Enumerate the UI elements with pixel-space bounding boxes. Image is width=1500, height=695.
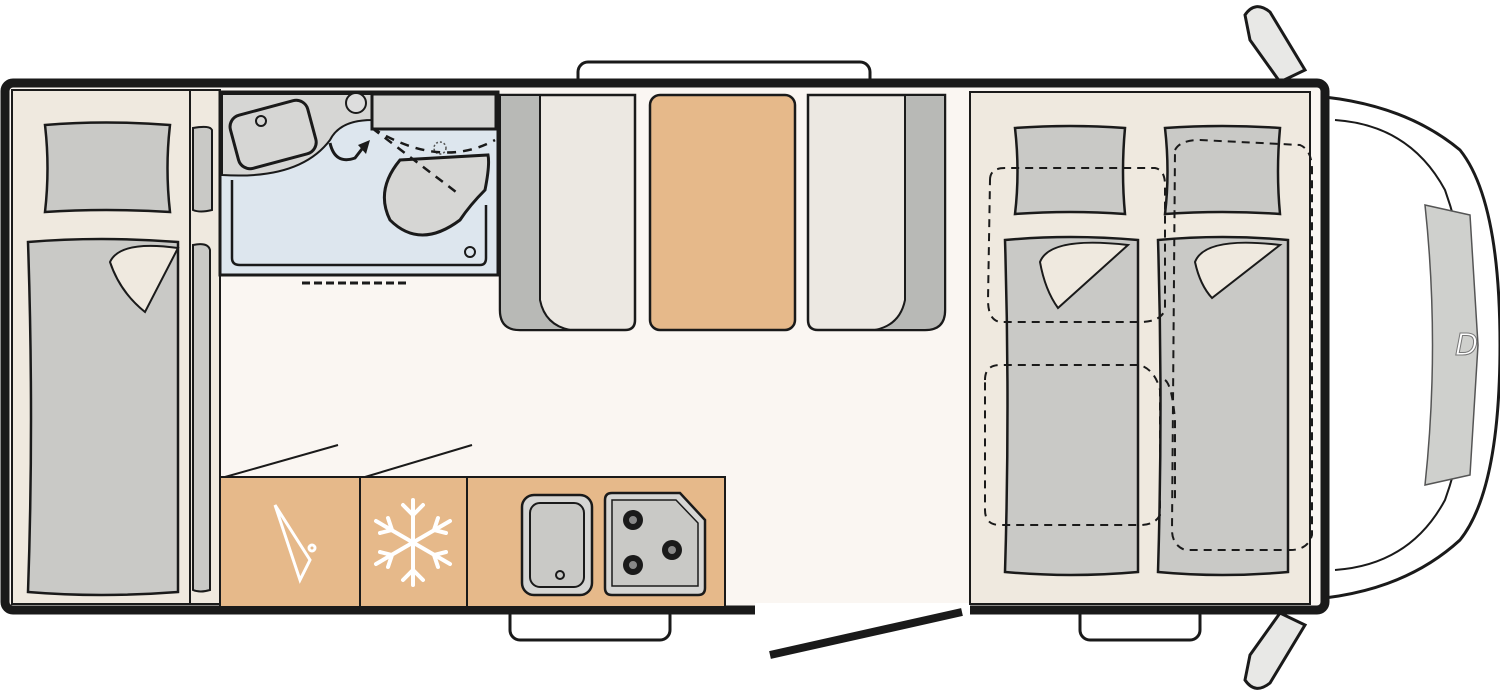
strip-cushion-bottom	[192, 243, 211, 593]
rotate-arrow-head	[358, 140, 370, 154]
dinette-backrest-rear	[499, 94, 571, 331]
bathroom-pillar	[345, 92, 367, 114]
fridge-door-line	[364, 444, 473, 478]
entry-door[interactable]	[769, 608, 963, 659]
toilet[interactable]	[382, 153, 491, 237]
door-opening	[755, 603, 970, 615]
strip-cushion-top	[192, 125, 213, 213]
shower-tray	[230, 180, 488, 267]
rear-mattress[interactable]	[26, 237, 180, 597]
stove-icon[interactable]	[603, 491, 707, 597]
mirror-top	[1243, 5, 1308, 84]
wardrobe-door-line	[224, 444, 339, 478]
swivel-seat-outlines	[984, 138, 1313, 551]
sink-icon[interactable]	[520, 493, 594, 597]
toilet-door-swing	[371, 126, 496, 196]
pillow-right	[1163, 124, 1282, 216]
snowflake-icon	[374, 498, 452, 587]
washbasin[interactable]	[227, 98, 319, 172]
mirror-bottom	[1243, 611, 1308, 690]
rear-blanket-fold	[108, 244, 180, 314]
shower-drain-icon	[464, 246, 476, 258]
cab-seat-right[interactable]	[1156, 235, 1290, 577]
bonnet-grille	[1424, 204, 1479, 486]
hanger-icon	[273, 504, 317, 584]
pillow-left	[1013, 124, 1127, 216]
blanket-fold-right	[1193, 241, 1283, 300]
rear-pillow	[43, 121, 172, 214]
rotate-arrow-icon	[328, 142, 367, 162]
tap-icon	[255, 115, 267, 127]
brand-logo: D	[1455, 328, 1478, 363]
blanket-fold-left	[1038, 241, 1131, 310]
shower-tray-top	[370, 92, 498, 131]
dinette-backrest-front	[874, 94, 946, 331]
dinette-table[interactable]	[648, 93, 797, 332]
shower-icon	[433, 141, 447, 155]
